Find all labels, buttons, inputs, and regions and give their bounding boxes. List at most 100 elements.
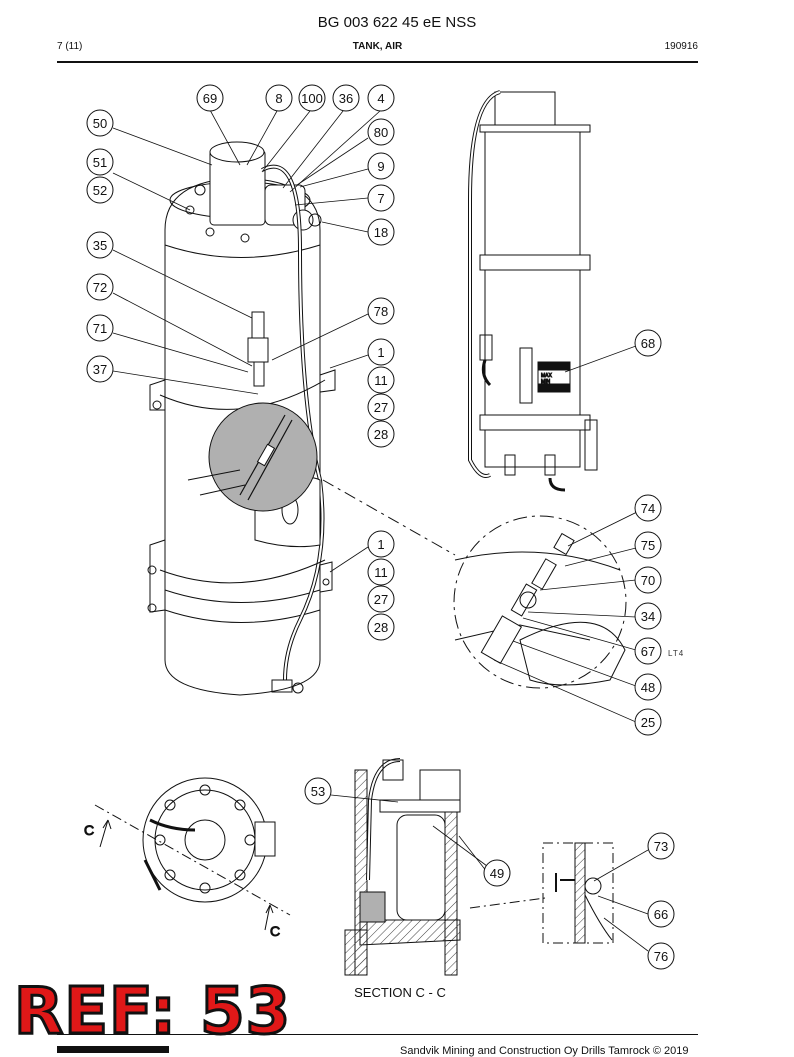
callout-78: 78 (367, 297, 395, 325)
svg-text:36: 36 (339, 91, 353, 106)
svg-text:27: 27 (374, 400, 388, 415)
detail-circle (322, 479, 627, 689)
callout-52: 52 (86, 176, 114, 204)
section-mark-top: C (84, 822, 94, 838)
callout-49: 49 (483, 859, 511, 887)
svg-text:18: 18 (374, 225, 388, 240)
callout-1-lower: 1 (367, 530, 395, 558)
footer-rule (57, 1034, 698, 1035)
svg-text:68: 68 (641, 336, 655, 351)
svg-text:74: 74 (641, 501, 655, 516)
svg-text:80: 80 (374, 125, 388, 140)
svg-text:52: 52 (93, 183, 107, 198)
svg-text:1: 1 (377, 537, 384, 552)
svg-text:48: 48 (641, 680, 655, 695)
svg-text:1: 1 (377, 345, 384, 360)
svg-text:28: 28 (374, 427, 388, 442)
header-row: 7 (11) TANK, AIR 190916 (57, 41, 698, 55)
callout-35: 35 (86, 231, 114, 259)
svg-text:35: 35 (93, 238, 107, 253)
max-label: MAX (541, 373, 553, 379)
callout-11-upper: 11 (367, 366, 395, 394)
svg-text:25: 25 (641, 715, 655, 730)
lt4-label: LT4 (668, 649, 684, 658)
svg-text:11: 11 (374, 373, 388, 388)
callout-71: 71 (86, 314, 114, 342)
callout-1-upper: 1 (367, 338, 395, 366)
callout-74: 74 (634, 494, 662, 522)
svg-text:8: 8 (275, 91, 282, 106)
svg-text:4: 4 (377, 91, 384, 106)
svg-text:27: 27 (374, 592, 388, 607)
svg-text:28: 28 (374, 620, 388, 635)
callout-70: 70 (634, 566, 662, 594)
callout-69: 69 (196, 84, 224, 112)
leader-lines (112, 109, 649, 952)
callout-80: 80 (367, 118, 395, 146)
svg-text:78: 78 (374, 304, 388, 319)
callout-28-upper: 28 (367, 420, 395, 448)
svg-text:49: 49 (490, 866, 504, 881)
callout-68: 68 (634, 329, 662, 357)
callout-72: 72 (86, 273, 114, 301)
svg-text:9: 9 (377, 159, 384, 174)
callout-11-lower: 11 (367, 558, 395, 586)
callout-51: 51 (86, 148, 114, 176)
callout-34: 34 (634, 602, 662, 630)
svg-text:53: 53 (311, 784, 325, 799)
callout-25: 25 (634, 708, 662, 736)
svg-text:66: 66 (654, 907, 668, 922)
section-mark-bottom: C (270, 923, 280, 939)
svg-text:72: 72 (93, 280, 107, 295)
callout-76: 76 (647, 942, 675, 970)
callout-9: 9 (367, 152, 395, 180)
callout-66: 66 (647, 900, 675, 928)
callout-27-upper: 27 (367, 393, 395, 421)
section-caption: SECTION C - C (354, 985, 446, 1000)
callout-7: 7 (367, 184, 395, 212)
side-tank-view: MAX MIN (468, 90, 598, 492)
top-view: C C (84, 777, 291, 940)
svg-text:7: 7 (377, 191, 384, 206)
svg-text:50: 50 (93, 116, 107, 131)
callout-8: 8 (265, 84, 293, 112)
svg-text:69: 69 (203, 91, 217, 106)
callout-67: 67 (634, 637, 662, 665)
callout-28-lower: 28 (367, 613, 395, 641)
callout-27-lower: 27 (367, 585, 395, 613)
callout-50: 50 (86, 109, 114, 137)
svg-text:67: 67 (641, 644, 655, 659)
page-number: 7 (11) (57, 41, 83, 52)
svg-text:51: 51 (93, 155, 107, 170)
footer-copyright: Sandvik Mining and Construction Oy Drill… (400, 1045, 689, 1057)
callout-75: 75 (634, 531, 662, 559)
svg-text:11: 11 (374, 565, 388, 580)
svg-text:71: 71 (93, 321, 107, 336)
header-rule (57, 61, 698, 63)
footer-logo-bar (57, 1046, 169, 1053)
section-cc-view (344, 758, 546, 976)
document-title: BG 003 622 45 eE NSS (317, 14, 477, 31)
svg-text:100: 100 (301, 91, 323, 106)
callout-100: 100 (298, 84, 326, 112)
callout-36: 36 (332, 84, 360, 112)
main-tank-view (147, 141, 336, 696)
svg-text:76: 76 (654, 949, 668, 964)
callout-bubbles: 69 8 100 36 4 50 80 51 52 9 7 18 35 72 7… (86, 84, 675, 970)
section-title: TANK, AIR (352, 41, 403, 52)
callout-37: 37 (86, 355, 114, 383)
callout-53: 53 (304, 777, 332, 805)
document-date: 190916 (664, 41, 698, 52)
min-label: MIN (541, 379, 551, 385)
svg-text:73: 73 (654, 839, 668, 854)
svg-text:75: 75 (641, 538, 655, 553)
callout-73: 73 (647, 832, 675, 860)
svg-text:34: 34 (641, 609, 655, 624)
callout-48: 48 (634, 673, 662, 701)
detail-box (542, 842, 614, 944)
svg-text:70: 70 (641, 573, 655, 588)
callout-18: 18 (367, 218, 395, 246)
svg-text:37: 37 (93, 362, 107, 377)
callout-4: 4 (367, 84, 395, 112)
